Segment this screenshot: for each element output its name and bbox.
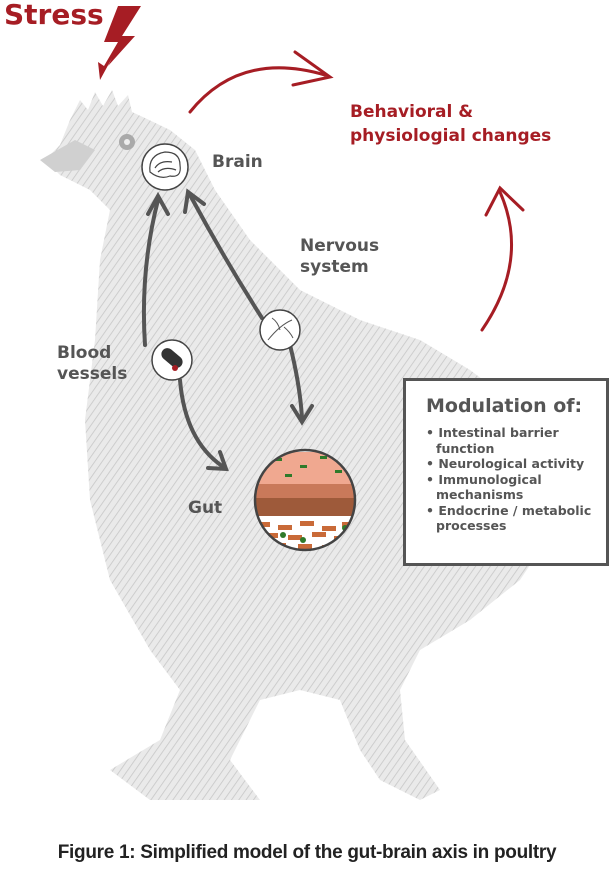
- chicken-illustration: [40, 90, 580, 800]
- axis-arrows: [141, 188, 314, 472]
- blood-vessel-icon: [151, 339, 193, 381]
- brain-icon: [141, 143, 189, 191]
- brain-label: Brain: [212, 152, 263, 172]
- modulation-item: Immunological mechanisms: [426, 472, 604, 503]
- blood-vessels-label: Blood vessels: [57, 343, 127, 385]
- nervous-line-2: system: [300, 257, 369, 277]
- modulation-item: Neurological activity: [426, 456, 604, 472]
- modulation-list: Intestinal barrier function Neurological…: [426, 425, 604, 534]
- lightning-bolt-icon: [98, 6, 141, 80]
- blood-line-2: vessels: [57, 364, 128, 384]
- modulation-title: Modulation of:: [426, 395, 583, 417]
- nervous-line-1: Nervous: [300, 236, 380, 256]
- figure-caption: Figure 1: Simplified model of the gut-br…: [57, 842, 557, 863]
- blood-line-1: Blood: [57, 343, 112, 363]
- behavioral-line-1: Behavioral &: [350, 102, 474, 122]
- modulation-item: Endocrine / metabolic processes: [426, 503, 604, 534]
- gut-tissue-icon: [253, 448, 357, 552]
- red-feedback-arrows: [188, 50, 525, 332]
- nervous-system-label: Nervous system: [300, 236, 379, 278]
- gut-label: Gut: [188, 498, 223, 518]
- behavioral-changes-label: Behavioral & physiologial changes: [350, 100, 551, 148]
- modulation-box: Modulation of: Intestinal barrier functi…: [403, 378, 609, 566]
- nerve-icon: [259, 309, 301, 351]
- stress-label: Stress: [4, 0, 104, 31]
- behavioral-line-2: physiologial changes: [350, 126, 552, 146]
- modulation-item: Intestinal barrier function: [426, 425, 604, 456]
